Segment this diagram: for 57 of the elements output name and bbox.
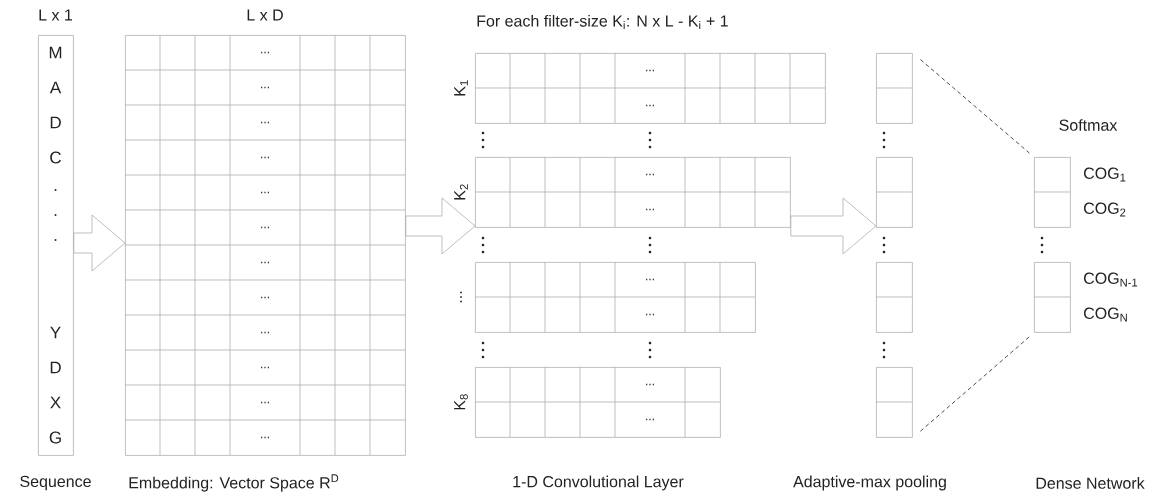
- caption: Dense Network: [1036, 477, 1145, 489]
- letter: .: [54, 214, 57, 216]
- ellipsis: ...: [646, 278, 654, 281]
- filter-label: K$_{1}$: [454, 80, 468, 96]
- ellipsis: ...: [261, 121, 269, 124]
- ellipsis: ...: [261, 401, 269, 404]
- dashed-line: [920, 59, 1030, 154]
- ellipsis: ...: [261, 331, 269, 334]
- title: For each filter-size K$_{i}$: N x L - K$_{i}$ + 1: [477, 14, 728, 30]
- pooling-vector: [875, 367, 913, 438]
- letter: D: [50, 116, 61, 129]
- ellipsis: ...: [261, 51, 269, 54]
- letter: X: [50, 396, 61, 409]
- letter: C: [50, 151, 61, 164]
- letter: D: [50, 361, 61, 374]
- filter-label: K$_{8}$: [454, 394, 468, 410]
- pooling-vector: [875, 262, 913, 333]
- ellipsis: ...: [261, 191, 269, 194]
- caption: 1-D Convolutional Layer: [513, 475, 684, 491]
- caption: Adaptive-max pooling: [793, 475, 946, 491]
- block-arrow: [73, 214, 126, 272]
- output-label: COG$_{2}$: [1084, 202, 1126, 217]
- letter: Y: [50, 326, 61, 339]
- letter: .: [54, 189, 57, 191]
- output-label: COG$_{1}$: [1084, 167, 1126, 182]
- output-label: COG$_{N}$: [1084, 307, 1127, 322]
- ellipsis: ...: [646, 208, 654, 211]
- letter: .: [54, 239, 57, 241]
- filter-label: ...: [460, 291, 462, 303]
- ellipsis: ...: [261, 261, 269, 264]
- letter: M: [49, 46, 62, 59]
- node-label: Sequence: [20, 475, 91, 491]
- ellipsis: ...: [646, 313, 654, 316]
- ellipsis: ...: [261, 366, 269, 369]
- ellipsis: ...: [261, 296, 269, 299]
- ellipsis: ...: [646, 69, 654, 72]
- ellipsis: ...: [261, 436, 269, 439]
- dimension-label: L x 1: [39, 9, 73, 21]
- ellipsis: ...: [646, 418, 654, 421]
- output-label: COG$_{N-1}$: [1084, 272, 1138, 287]
- pooling-vector: [875, 157, 913, 228]
- node-label: Embedding: Vector Space R$^{D}$: [129, 474, 339, 492]
- block-arrow: [405, 197, 476, 255]
- ellipsis: ...: [646, 173, 654, 176]
- dashed-line: [919, 336, 1030, 432]
- letter: A: [49, 81, 62, 94]
- ellipsis: ...: [261, 156, 269, 159]
- ellipsis: ...: [261, 86, 269, 89]
- ellipsis: ...: [646, 383, 654, 386]
- layer-label: Softmax: [1059, 119, 1118, 131]
- dimension-label: L x D: [247, 9, 283, 21]
- pooling-vector: [875, 53, 913, 124]
- ellipsis: ...: [646, 104, 654, 107]
- letter: G: [49, 431, 61, 444]
- filter-label: K$_{2}$: [454, 184, 468, 200]
- block-arrow: [790, 197, 877, 255]
- ellipsis: ...: [261, 226, 269, 229]
